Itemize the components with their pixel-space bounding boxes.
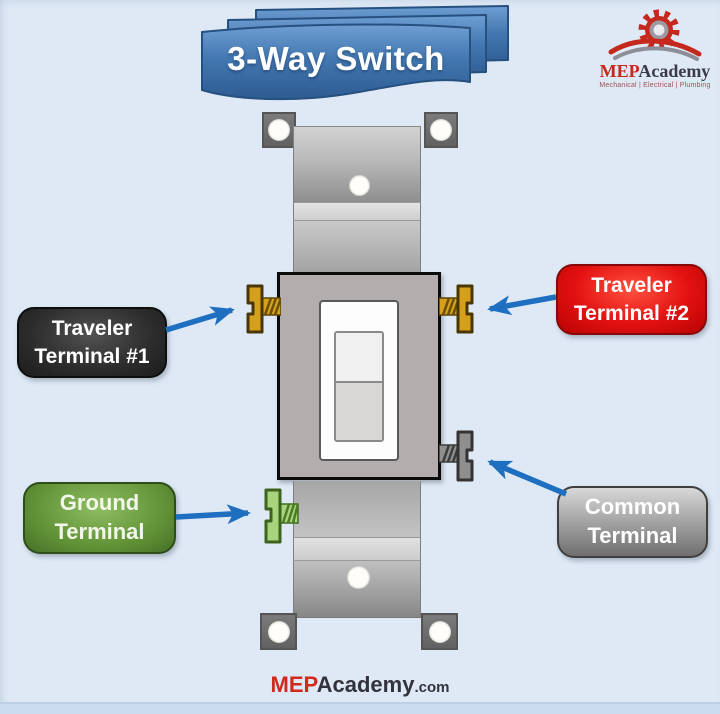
rocker-bottom-half — [336, 383, 382, 440]
common-terminal-screw-icon — [439, 430, 474, 482]
mounting-hole-bottom-right — [428, 620, 451, 643]
strap-band-bottom — [293, 537, 421, 561]
arrow-to-traveler-1 — [165, 306, 235, 333]
mounting-hole-bottom-left — [267, 620, 290, 643]
ground-terminal-screw-icon — [264, 488, 299, 544]
strap-bottom-upper — [293, 481, 421, 537]
title-ribbon-banner — [201, 5, 509, 101]
strap-hole-bottom — [347, 566, 370, 589]
common-terminal-line2: Terminal — [587, 523, 678, 548]
common-terminal-line1: Common — [584, 494, 681, 520]
traveler-terminal-1-screw-icon — [246, 284, 281, 334]
common-terminal-label: Common Terminal — [557, 486, 708, 558]
mounting-tab-top-right — [424, 112, 458, 148]
rocker-switch — [334, 331, 384, 442]
logo-tagline: Mechanical | Electrical | Plumbing — [599, 82, 711, 89]
strap-top-lower — [293, 221, 421, 274]
traveler-terminal-2-label: Traveler Terminal #2 — [556, 264, 707, 335]
mounting-tab-bottom-right — [421, 613, 458, 650]
logo-academy: Academy — [638, 61, 711, 81]
bottom-edge-strip — [0, 702, 720, 714]
traveler-terminal-1-label: Traveler Terminal #1 — [17, 307, 167, 378]
strap-band-top — [293, 202, 421, 221]
ground-terminal-line1: Ground — [59, 490, 140, 516]
logo-wordmark: MEPAcademy — [600, 62, 711, 80]
mounting-tab-top-left — [262, 112, 296, 148]
traveler-terminal-2-line1: Traveler — [591, 274, 672, 298]
footer-brand: MEPAcademy.com — [0, 672, 720, 698]
footer-mep: MEP — [270, 672, 317, 697]
traveler-terminal-1-line2: Terminal #1 — [34, 344, 150, 368]
rocker-top-half — [336, 333, 382, 383]
footer-domain-suffix: .com — [414, 679, 450, 696]
traveler-terminal-2-screw-icon — [439, 284, 474, 334]
mounting-tab-bottom-left — [260, 613, 297, 650]
ground-terminal-label: Ground Terminal — [23, 482, 176, 554]
arrow-to-ground — [175, 504, 251, 525]
mep-academy-logo: MEPAcademy Mechanical | Electrical | Plu… — [592, 6, 718, 89]
strap-hole-top — [349, 175, 370, 196]
arrow-to-common — [487, 459, 568, 497]
footer-academy: Academy — [316, 672, 415, 697]
mounting-hole-top-left — [268, 119, 290, 141]
logo-mep: MEP — [599, 61, 639, 81]
page-title: 3-Way Switch — [227, 40, 445, 77]
ground-terminal-line2: Terminal — [54, 519, 145, 544]
gear-wave-icon — [608, 9, 702, 61]
arrow-to-traveler-2 — [487, 294, 557, 316]
traveler-terminal-2-line2: Terminal #2 — [573, 301, 690, 325]
mounting-hole-top-right — [430, 119, 452, 141]
traveler-terminal-1-line1: Traveler — [51, 317, 133, 341]
